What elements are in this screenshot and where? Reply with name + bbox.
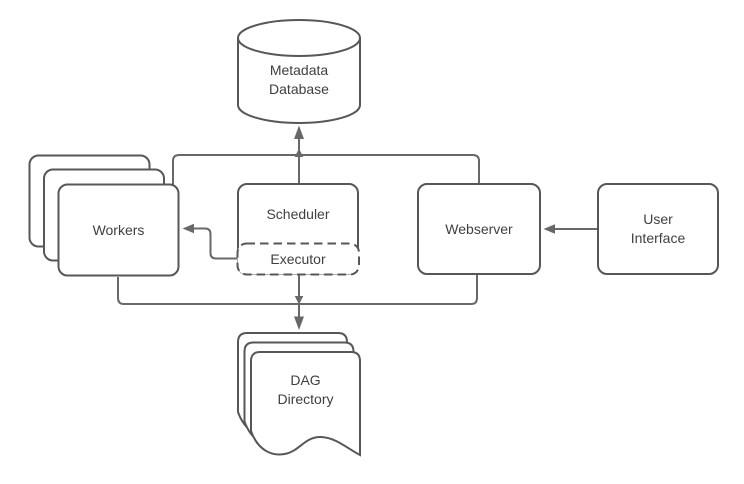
metadata-database-cylinder-lip — [237, 37, 361, 57]
arrowhead-dag — [294, 316, 304, 330]
dag-document-front — [250, 351, 361, 457]
connector-executor-to-workers — [193, 227, 238, 260]
arrowhead-webserver — [543, 224, 555, 234]
workers-box-front — [57, 183, 180, 277]
arrowhead-bottom-junction — [294, 296, 304, 305]
executor-box — [236, 242, 360, 276]
arrowhead-top-junction — [294, 148, 304, 157]
arrowhead-workers — [182, 223, 194, 234]
user-interface-box — [597, 183, 719, 275]
webserver-box — [417, 183, 541, 275]
arrowhead-database — [294, 125, 304, 139]
connector-bottom-trunk — [117, 275, 478, 305]
connector-top-trunk — [172, 154, 480, 185]
metadata-database-cylinder — [237, 19, 361, 124]
